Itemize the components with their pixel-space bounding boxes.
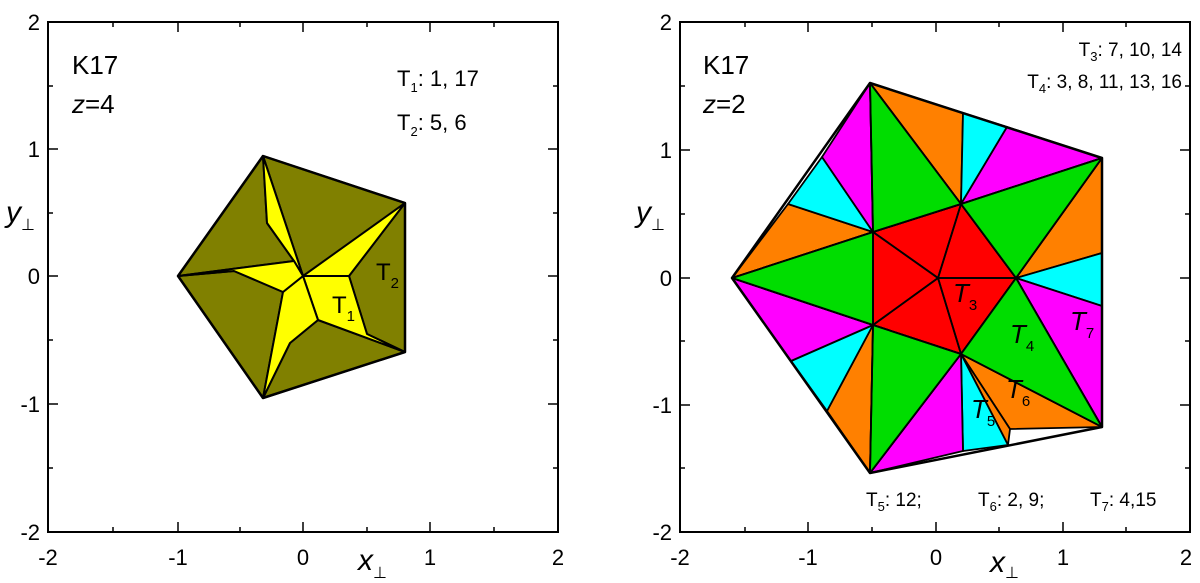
right-y-tick-labels: 2 1 0 -1 -2 <box>652 10 672 545</box>
left-tiling <box>176 154 407 400</box>
y-tick-label: 0 <box>28 264 40 289</box>
y-tick-label: 0 <box>660 266 672 291</box>
right-tile-label-t3: T3 <box>953 278 977 314</box>
x-tick-label: 1 <box>1057 545 1069 570</box>
right-note-t5: T5: 12; <box>866 490 922 514</box>
y-tick-label: 1 <box>660 138 672 163</box>
right-y-axis-title: y⊥ <box>634 196 665 234</box>
t1-tile <box>177 260 304 293</box>
left-y-tick-labels: 2 1 0 -1 -2 <box>20 10 40 545</box>
right-tile-label-t5: T5 <box>971 394 995 430</box>
right-x-tick-labels: -2 -1 0 1 2 <box>670 545 1192 570</box>
left-tile-label-t1: T1 <box>332 292 355 325</box>
right-plot-frame <box>679 21 1191 533</box>
left-z-label: z=4 <box>71 89 115 119</box>
pentagon-outline <box>730 81 1104 475</box>
left-x-tick-labels: -2 -1 0 1 2 <box>38 545 564 570</box>
right-name-label: K17 <box>703 50 749 80</box>
right-note-t6: T6: 2, 9; <box>978 490 1044 514</box>
left-name-label: K17 <box>72 50 118 80</box>
left-note-t1: T1: 1, 17 <box>397 66 479 95</box>
x-tick-label: -1 <box>798 545 818 570</box>
right-note-t3: T3: 7, 10, 14 <box>1079 40 1183 64</box>
y-tick-label: -1 <box>652 393 672 418</box>
y-tick-label: 1 <box>28 137 40 162</box>
right-tiling <box>730 81 1104 475</box>
right-panel: -2 -1 0 1 2 2 1 0 -1 -2 x⊥ y⊥ K17 z=2 T3… <box>634 10 1192 582</box>
right-note-t7: T7: 4,15 <box>1090 490 1156 514</box>
left-x-axis-title: x⊥ <box>356 544 387 582</box>
x-tick-label: 1 <box>424 545 436 570</box>
x-tick-label: 2 <box>552 545 564 570</box>
x-tick-label: -1 <box>168 545 188 570</box>
right-note-t4: T4: 3, 8, 11, 13, 16 <box>1027 72 1182 96</box>
left-note-t2: T2: 5, 6 <box>397 110 467 139</box>
y-tick-label: -2 <box>20 520 40 545</box>
y-tick-label: 2 <box>660 10 672 35</box>
pentagon-outline <box>176 154 407 400</box>
x-tick-label: -2 <box>38 545 58 570</box>
right-ticks <box>679 21 1191 533</box>
left-y-axis-title: y⊥ <box>4 196 35 234</box>
left-ticks <box>47 21 559 533</box>
x-tick-label: 0 <box>297 545 309 570</box>
right-tile-label-t7: T7 <box>1070 306 1094 342</box>
y-tick-label: 2 <box>28 10 40 35</box>
x-tick-label: 2 <box>1180 545 1192 570</box>
y-tick-label: -1 <box>20 392 40 417</box>
right-x-axis-title: x⊥ <box>988 546 1019 582</box>
right-z-label: z=2 <box>702 89 746 119</box>
x-tick-label: 0 <box>930 545 942 570</box>
left-panel: -2 -1 0 1 2 2 1 0 -1 -2 x⊥ y⊥ K17 z=4 T1… <box>4 10 564 582</box>
x-tick-label: -2 <box>670 545 690 570</box>
left-tile-label-t2: T2 <box>376 259 399 292</box>
right-tile-label-t4: T4 <box>1010 319 1034 355</box>
right-tile-label-t6: T6 <box>1006 374 1030 410</box>
y-tick-label: -2 <box>652 520 672 545</box>
